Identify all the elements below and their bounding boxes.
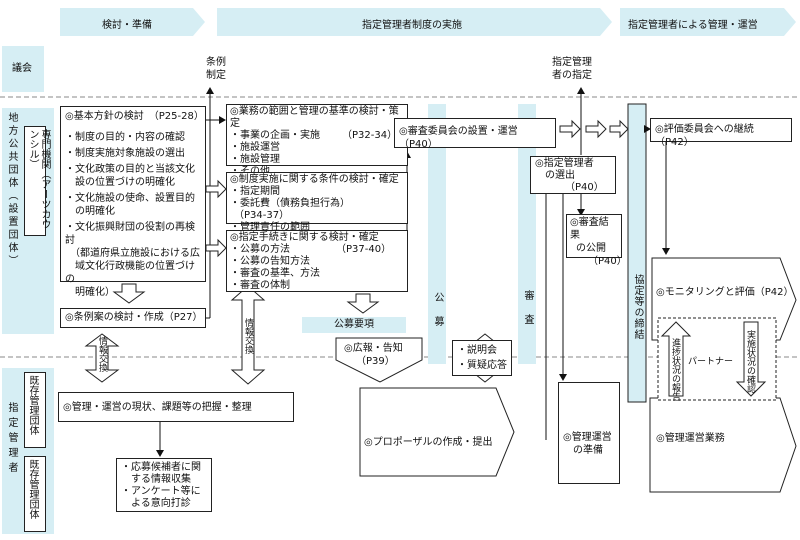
conditions-item: ・管理責任の範囲: [230, 222, 310, 233]
check-status-label: 実施状況の確認: [745, 330, 755, 393]
pr-label: ◎広報・告知 （P39）: [344, 343, 403, 367]
prep-box: ◎管理運営 の準備: [558, 382, 620, 484]
procedure-box: ◎指定手続きに関する検討・確定 ・公募の方法（P37-40） ・公募の告知方法 …: [226, 230, 408, 292]
procedure-item: ・公募の告知方法: [230, 256, 310, 267]
scope-item: ・その他: [230, 166, 404, 178]
designation-label: 指定管理 者の指定: [552, 57, 592, 81]
koubo-youkou-label: 公募要項: [334, 319, 374, 330]
selection-box: ◎指定管理者 の選出 （P40）: [530, 156, 616, 194]
operation-label: ◎管理運営業務: [656, 433, 725, 444]
row-label-existing-1: 既存管理団体: [24, 372, 46, 448]
procedure-item: ・審査の基準、方法: [230, 268, 320, 279]
info-exchange-arrow-1: [84, 333, 120, 383]
policy-item: 設の位置づけの明確化: [65, 177, 175, 188]
row-band-assembly: [2, 46, 44, 92]
block-arrow-to-conditions: [205, 179, 227, 199]
policy-item: ・制度実施対象施設の選出: [65, 148, 185, 159]
policy-item: ・文化施設の使命、設置目的: [65, 193, 195, 204]
result-box: ◎審査結果 の公開 （P40）: [566, 214, 627, 267]
column-koubo: [428, 104, 446, 364]
partner-label: パートナー: [688, 357, 734, 367]
policy-item: ・制度の目的・内容の確認: [65, 132, 185, 143]
scope-box: ◎業務の範囲と管理の基準の検討・策定 ・事業の企画・実施（P32-34） ・施設…: [226, 104, 408, 177]
row-label-assembly: 議会: [12, 63, 32, 74]
row-label-existing-2: 既存管理団体: [24, 456, 46, 532]
block-arrow-c3: [609, 119, 629, 139]
block-arrow-policy-down: [112, 283, 146, 304]
phase-banner-1: [60, 8, 205, 36]
block-arrow-c1: [559, 119, 581, 139]
block-arrow-to-procedure: [205, 238, 227, 258]
phase-banner-3: [620, 8, 796, 36]
row-label-experts: 専門機関（アーツカウンシル）: [24, 126, 50, 236]
policy-item: ・文化振興財団の役割の再検討: [65, 222, 195, 246]
conditions-title: ◎制度実施に関する条件の検討・確定: [230, 174, 399, 185]
info-exchange-label-1: 情報交換: [97, 336, 107, 372]
policy-title: ◎基本方針の検討 （P25-28）: [65, 111, 204, 122]
shinsa-label: 審査: [522, 290, 533, 338]
koubo-youkou-band: [302, 317, 406, 333]
proposal-label: ◎プロポーザルの作成・提出: [364, 437, 493, 448]
policy-item: 域文化行政機能の位置づけの: [65, 261, 195, 285]
block-arrow-c2: [585, 119, 607, 139]
policy-item: ・文化政策の目的と当該文化: [65, 164, 195, 175]
row-label-designated: 指定管理者: [6, 402, 17, 477]
info-exchange-arrow-2: [230, 285, 266, 385]
procedure-title: ◎指定手続きに関する検討・確定: [230, 232, 379, 243]
conditions-item: ・指定期間: [230, 186, 280, 197]
policy-item: （都道府県立施設における広: [65, 248, 200, 259]
committee-box: ◎審査委員会の設置・運営（P40）: [394, 118, 556, 150]
gather-box: ・応募候補者に関 する情報収集 ・アンケート等に よる意向打診: [116, 458, 212, 512]
eval-box: ◎評価委員会への継続（P42）: [650, 118, 792, 148]
conditions-box: ◎制度実施に関する条件の検討・確定 ・指定期間 ・委託費（債務負担行為）（P34…: [226, 172, 408, 233]
operation-shape: [649, 397, 797, 493]
scope-title: ◎業務の範囲と管理の基準の検討・策定: [230, 106, 399, 129]
phase-3-label: 指定管理者による管理・運営: [628, 20, 758, 31]
ordinance-box: ◎条例案の検討・作成（P27）: [60, 308, 206, 328]
proposal-shape: [359, 387, 515, 477]
row-label-local-gov: 地方公共団体（設置団体）: [6, 112, 17, 268]
policy-item: の明確化: [65, 206, 115, 217]
block-arrow-procedure-down: [346, 293, 380, 314]
conditions-item: ・委託費（債務負担行為）（P34-37）: [230, 198, 350, 221]
column-agreement: [627, 103, 647, 403]
phase-1-label: 検討・準備: [102, 20, 152, 31]
info-exchange-label-2: 情報交換: [243, 318, 253, 354]
procedure-item: ・審査の体制: [230, 280, 290, 291]
koubo-label: 公募: [432, 292, 443, 340]
ordinance-label: 条例 制定: [206, 57, 226, 81]
briefing-box: ・説明会 ・質疑応答: [452, 340, 512, 376]
phase-banner-2: [217, 8, 612, 36]
pr-shape: [335, 337, 423, 383]
progress-arrow: [660, 321, 692, 397]
phase-2-label: 指定管理者制度の実施: [362, 20, 462, 31]
agreement-label: 協定等の締結: [632, 274, 643, 340]
scope-item: ・事業の企画・実施（P32-34）: [230, 130, 398, 141]
current-situation-box: ◎管理・運営の現状、課題等の把握・整理: [58, 392, 294, 422]
scope-item: ・施設管理: [230, 154, 280, 165]
check-arrow: [735, 321, 767, 397]
progress-report-label: 進捗状況の報告: [670, 338, 680, 401]
monitor-label: ◎モニタリングと評価（P42）: [656, 287, 794, 298]
procedure-item: ・公募の方法（P37-40）: [230, 244, 392, 255]
policy-box: ◎基本方針の検討 （P25-28） ・制度の目的・内容の確認 ・制度実施対象施設…: [60, 106, 206, 298]
scope-item: ・施設運営: [230, 142, 280, 153]
policy-item: 明確化）: [65, 287, 115, 298]
